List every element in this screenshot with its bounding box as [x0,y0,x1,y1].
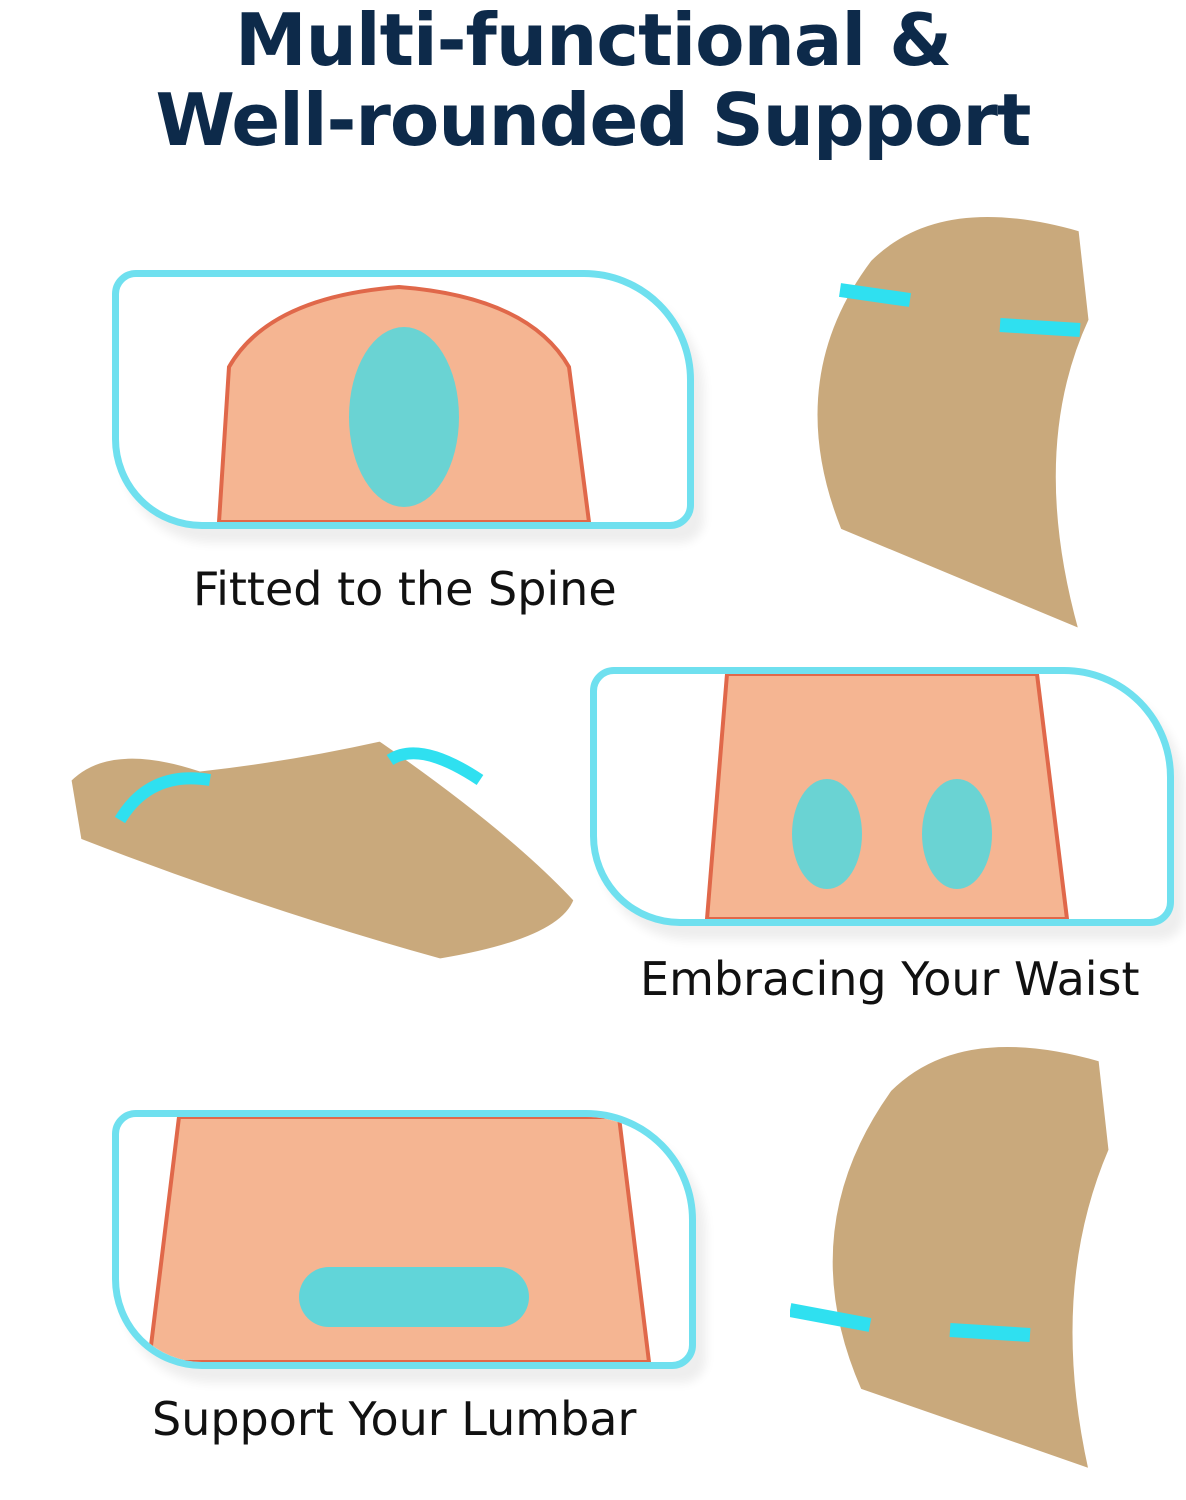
spine-panel [112,270,694,529]
arrow-icon [114,747,484,824]
lumbar-panel [112,1110,696,1369]
title-line-1: Multi-functional & [234,0,952,82]
lower-back-illustration [146,1117,652,1362]
arrow-icon [790,1303,1031,1342]
mid-back-illustration [704,674,1070,919]
title: Multi-functional & Well-rounded Support [0,0,1186,160]
arrow-icon [839,283,1081,337]
title-line-2: Well-rounded Support [155,78,1032,162]
caption-waist: Embracing Your Waist [640,952,1140,1006]
back-cushion-top [814,213,1092,633]
spine-glow [349,327,459,507]
upper-back-illustration [216,284,592,522]
waist-panel [590,667,1174,926]
caption-lumbar: Support Your Lumbar [152,1392,637,1446]
lumbar-pillow [68,738,577,962]
back-cushion-bottom [790,1043,1112,1473]
caption-spine: Fitted to the Spine [193,562,617,616]
